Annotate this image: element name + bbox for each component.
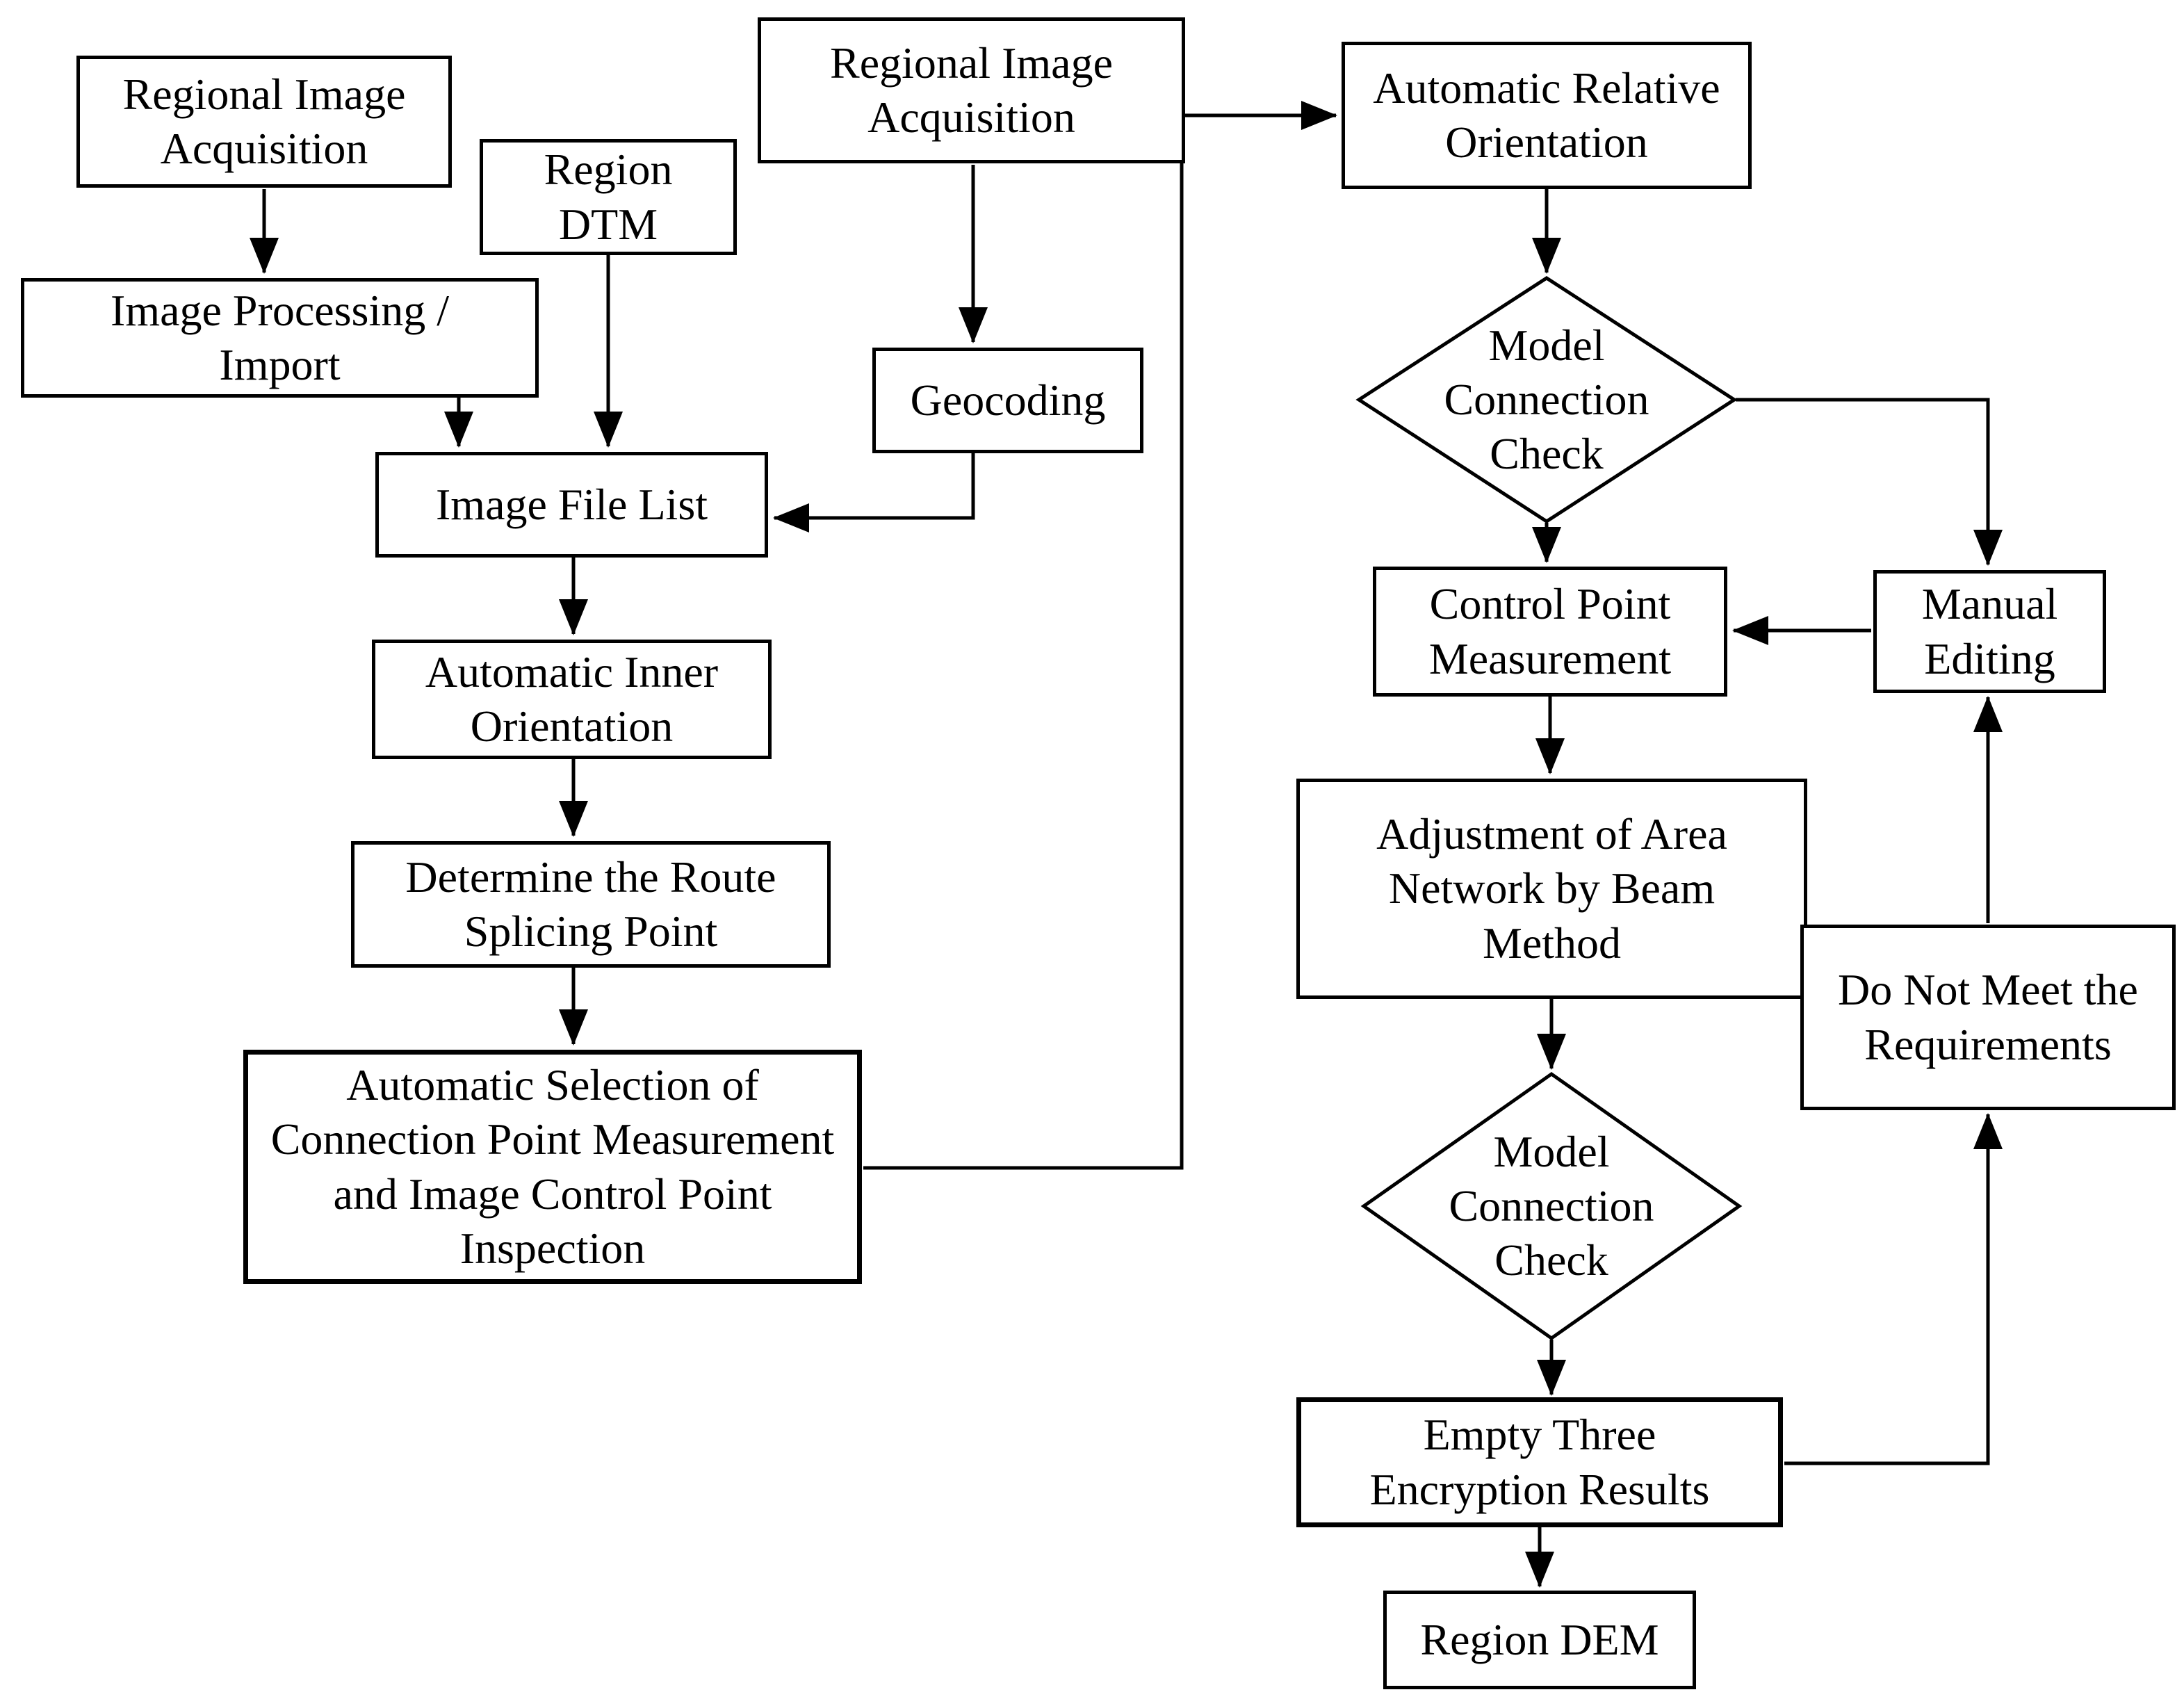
- node-image-processing-import: Image Processing /Import: [21, 278, 539, 398]
- edge-geocoding-to-filelist: [773, 453, 975, 533]
- edge-selection-to-relative-orientation: [863, 101, 1337, 1170]
- node-image-file-list: Image File List: [375, 452, 768, 558]
- decision-diamond-model-connection-check-2: [1360, 1071, 1743, 1341]
- decision-diamond-model-connection-check-1: [1355, 276, 1738, 523]
- edge-empty-three-to-do-not-meet: [1784, 1113, 2003, 1465]
- node-geocoding: Geocoding: [872, 348, 1143, 453]
- edge-check1-to-manual-editing: [1736, 398, 2003, 566]
- node-region-dem: Region DEM: [1383, 1591, 1696, 1689]
